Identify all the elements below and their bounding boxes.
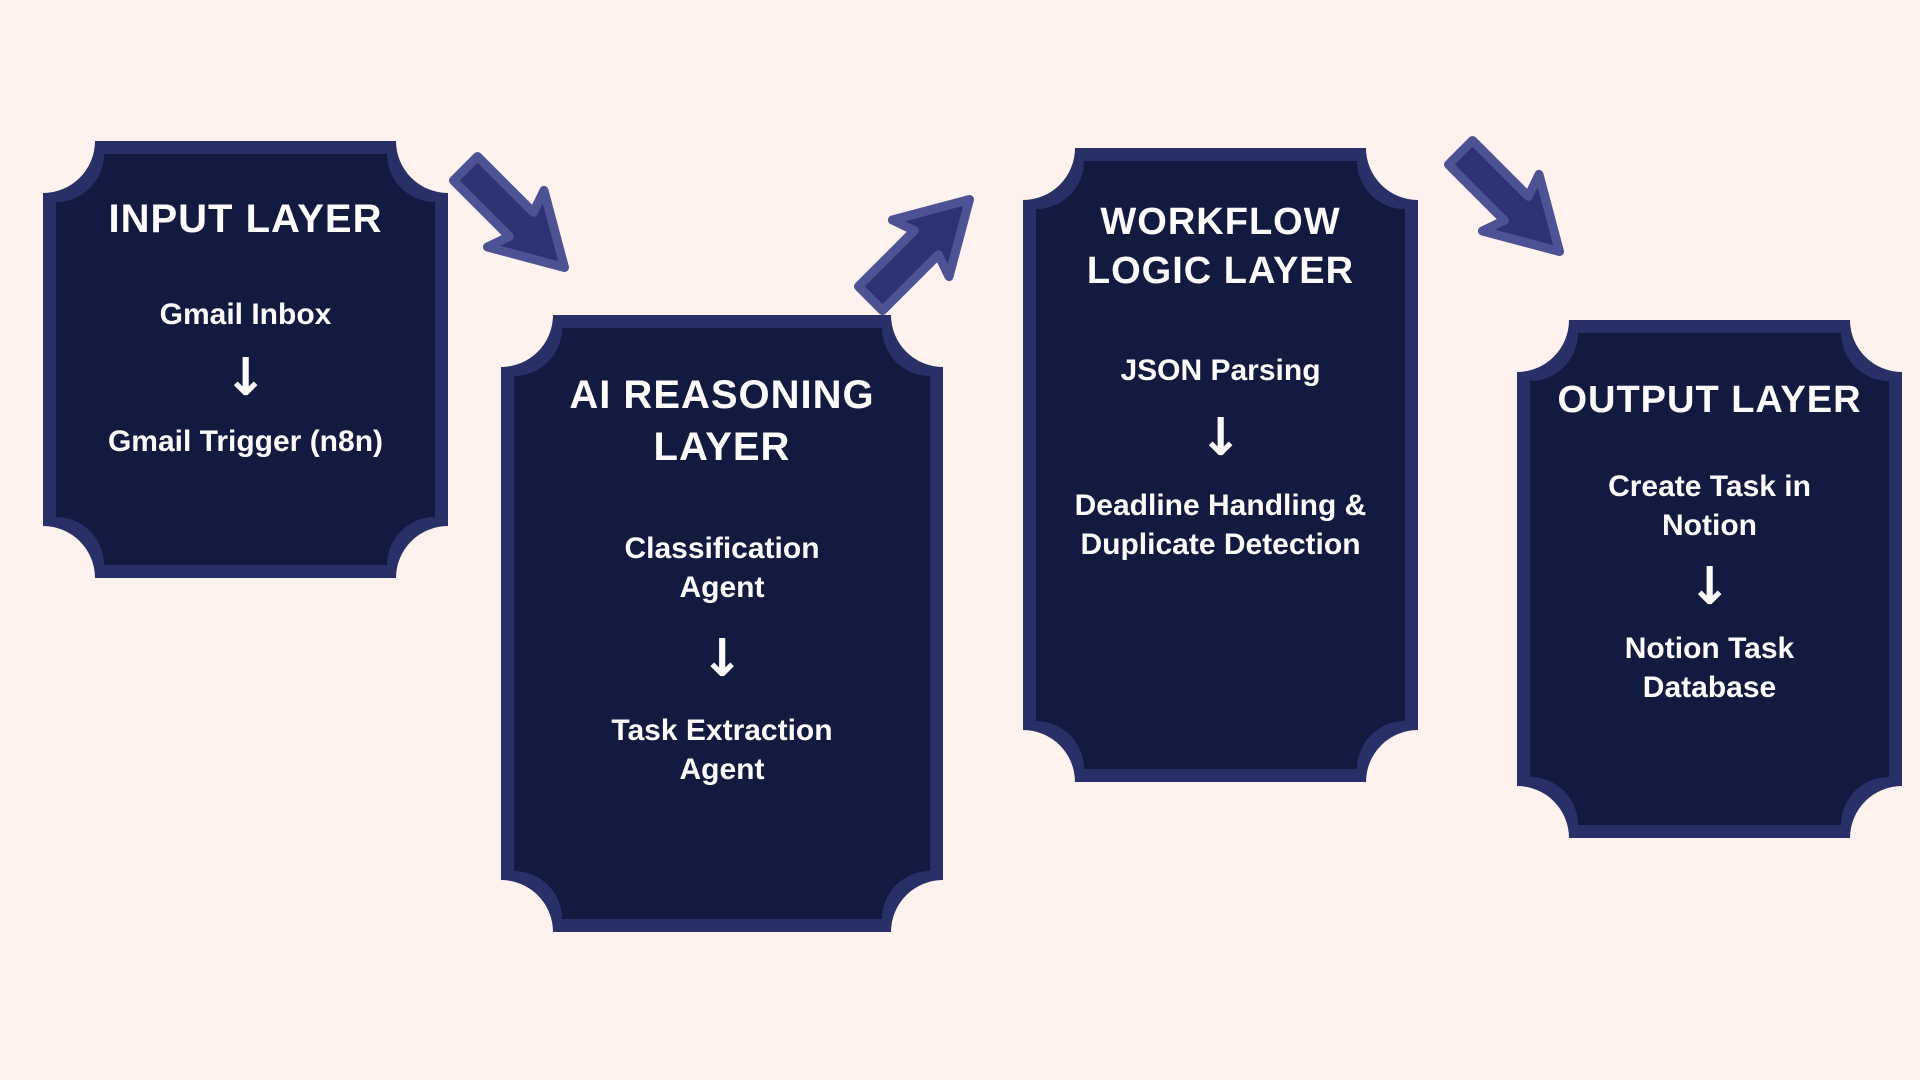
ticket-shape (1023, 148, 1418, 782)
arrow-down-right-icon (448, 151, 569, 272)
card-content: AI REASONING LAYER Classification Agent … (501, 315, 943, 932)
card-item: Gmail Trigger (n8n) (107, 425, 384, 458)
card-title: AI REASONING LAYER (569, 373, 875, 469)
card-item: Classification Agent (624, 532, 820, 604)
card-title: OUTPUT LAYER (1557, 379, 1862, 421)
ticket-fill (56, 154, 435, 565)
card-item: Gmail Inbox (159, 298, 332, 331)
card-content: INPUT LAYER Gmail Inbox ↓ Gmail Trigger … (43, 141, 448, 578)
card-content: OUTPUT LAYER Create Task in Notion ↓ Not… (1517, 320, 1902, 838)
card-item: Deadline Handling & Duplicate Detection (1074, 488, 1367, 561)
card-input-layer: INPUT LAYER Gmail Inbox ↓ Gmail Trigger … (43, 141, 448, 578)
card-ai-reasoning-layer: AI REASONING LAYER Classification Agent … (501, 315, 943, 932)
card-title: WORKFLOW LOGIC LAYER (1086, 201, 1355, 293)
ticket-fill (1530, 333, 1889, 825)
down-arrow-icon: ↓ (1198, 407, 1243, 468)
ticket-shape (501, 315, 943, 932)
ticket-shape (43, 141, 448, 578)
down-arrow-icon: ↓ (1687, 557, 1732, 618)
arrow-shape (853, 195, 974, 316)
card-item: Create Task in Notion (1608, 470, 1811, 543)
down-arrow-icon: ↓ (700, 629, 744, 689)
arrow-up-right-icon (853, 195, 974, 316)
arrow-shape (1443, 135, 1564, 256)
card-title: INPUT LAYER (108, 197, 383, 241)
ticket-shape (1517, 320, 1902, 838)
card-output-layer: OUTPUT LAYER Create Task in Notion ↓ Not… (1517, 320, 1902, 838)
arrow-down-right-icon (1443, 135, 1564, 256)
card-item: Task Extraction Agent (611, 714, 833, 786)
card-workflow-logic-layer: WORKFLOW LOGIC LAYER JSON Parsing ↓ Dead… (1023, 148, 1418, 782)
arrow-shape (448, 151, 569, 272)
ticket-fill (1036, 161, 1405, 769)
card-content: WORKFLOW LOGIC LAYER JSON Parsing ↓ Dead… (1023, 148, 1418, 782)
card-item: Notion Task Database (1624, 632, 1795, 705)
ticket-fill (514, 328, 930, 919)
down-arrow-icon: ↓ (223, 348, 268, 408)
card-item: JSON Parsing (1120, 353, 1321, 387)
